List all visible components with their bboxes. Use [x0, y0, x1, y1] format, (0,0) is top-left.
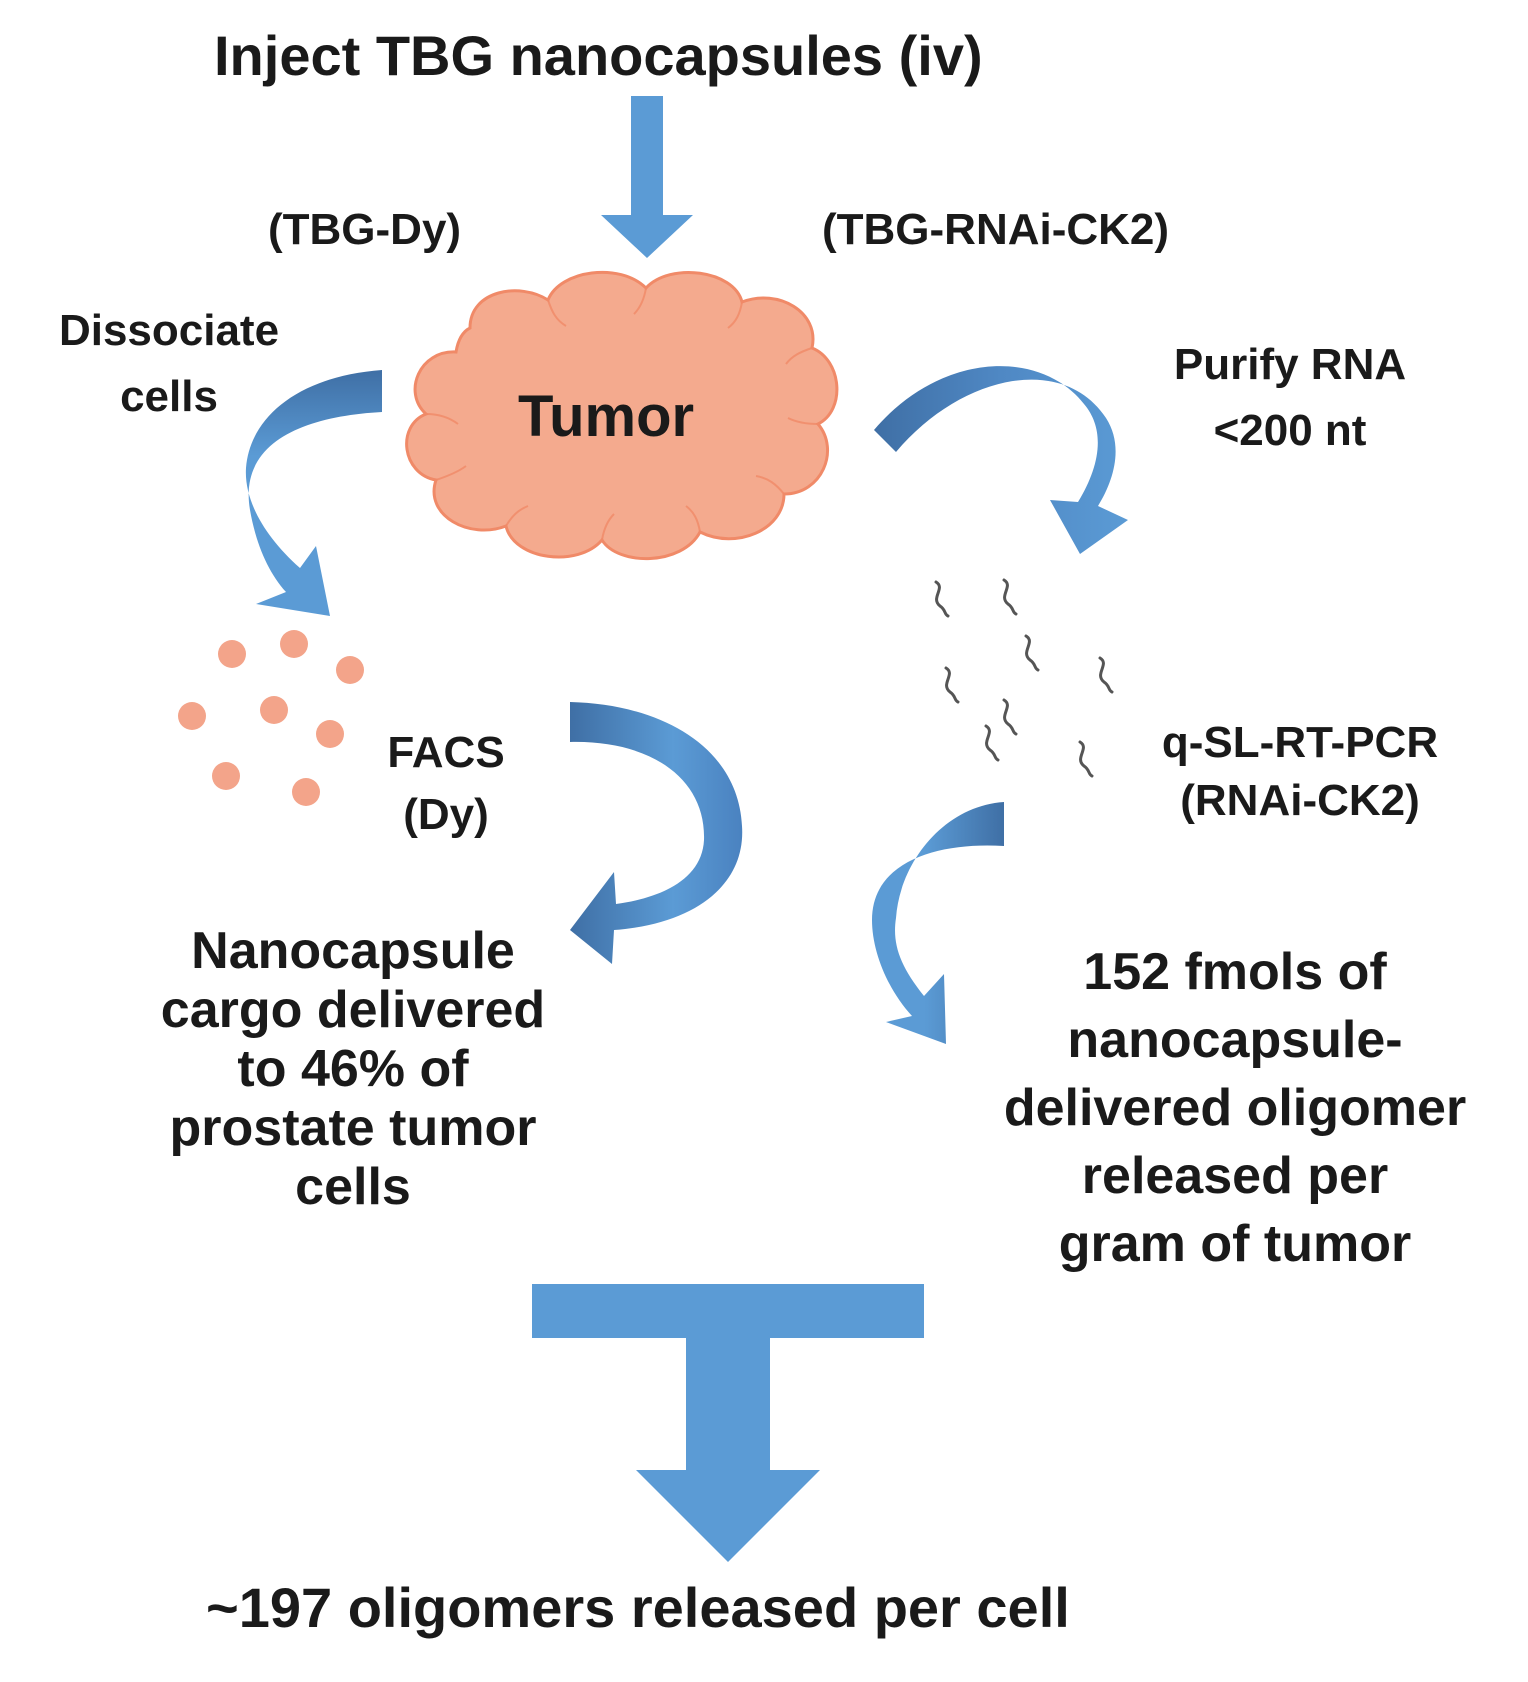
label-pcr-line: (RNAi-CK2)	[1180, 776, 1420, 825]
result-left-line: cargo delivered	[160, 981, 546, 1039]
result-right-text: 152 fmols of nanocapsule- delivered olig…	[960, 938, 1510, 1278]
label-purify-line: <200 nt	[1213, 406, 1367, 455]
diagram-title: Inject TBG nanocapsules (iv)	[214, 24, 983, 87]
cell-dot	[316, 720, 344, 748]
rna-strand	[1078, 740, 1094, 778]
rna-strand	[944, 666, 960, 704]
cell-dot	[218, 640, 246, 668]
label-q-sl-rt-pcr: q-SL-RT-PCR (RNAi-CK2)	[1120, 714, 1480, 830]
label-dissociate-line: cells	[120, 372, 218, 421]
result-right-line: released per	[1081, 1147, 1389, 1205]
cell-dot	[280, 630, 308, 658]
cell-dot	[292, 778, 320, 806]
rna-strand	[1002, 698, 1018, 736]
result-left-line: to 46% of	[237, 1040, 469, 1098]
result-right-line: nanocapsule-	[1067, 1011, 1403, 1069]
label-tbg-rnai-ck2: (TBG-RNAi-CK2)	[822, 205, 1170, 254]
cell-dots	[178, 630, 364, 806]
label-purify-rna: Purify RNA <200 nt	[1140, 332, 1440, 464]
curved-arrow-dissociate	[245, 370, 382, 616]
label-dissociate-cells: Dissociate cells	[24, 298, 314, 430]
label-facs: FACS (Dy)	[356, 722, 536, 846]
t-arrow-bottom	[532, 1284, 924, 1562]
label-pcr-line: q-SL-RT-PCR	[1161, 718, 1439, 767]
rna-strand	[934, 580, 950, 618]
final-result: ~197 oligomers released per cell	[206, 1576, 1070, 1639]
result-left-text: Nanocapsule cargo delivered to 46% of pr…	[118, 922, 588, 1217]
result-right-line: delivered oligomer	[1003, 1079, 1467, 1137]
label-tumor: Tumor	[518, 384, 695, 449]
cell-dot	[212, 762, 240, 790]
tumor-cloud-icon	[405, 270, 839, 560]
result-left-line: cells	[295, 1158, 411, 1216]
cell-dot	[260, 696, 288, 724]
rna-strand	[1002, 578, 1018, 616]
curved-arrow-purify	[874, 366, 1128, 554]
curved-arrow-pcr	[872, 802, 1004, 1044]
rna-strand	[984, 724, 1000, 762]
cell-dot	[178, 702, 206, 730]
label-dissociate-line: Dissociate	[58, 306, 280, 355]
result-right-line: gram of tumor	[1058, 1215, 1412, 1273]
cell-dot	[336, 656, 364, 684]
rna-strands	[934, 578, 1114, 778]
curved-arrow-facs	[570, 702, 743, 964]
result-left-line: prostate tumor	[169, 1099, 537, 1157]
label-tbg-dy: (TBG-Dy)	[268, 205, 462, 254]
label-facs-line: (Dy)	[403, 790, 489, 839]
rna-strand	[1024, 634, 1040, 672]
label-purify-line: Purify RNA	[1173, 340, 1407, 389]
down-arrow-top	[601, 96, 693, 258]
result-right-line: 152 fmols of	[1083, 943, 1387, 1001]
result-left-line: Nanocapsule	[191, 922, 515, 980]
label-facs-line: FACS	[387, 728, 505, 777]
rna-strand	[1098, 656, 1114, 694]
